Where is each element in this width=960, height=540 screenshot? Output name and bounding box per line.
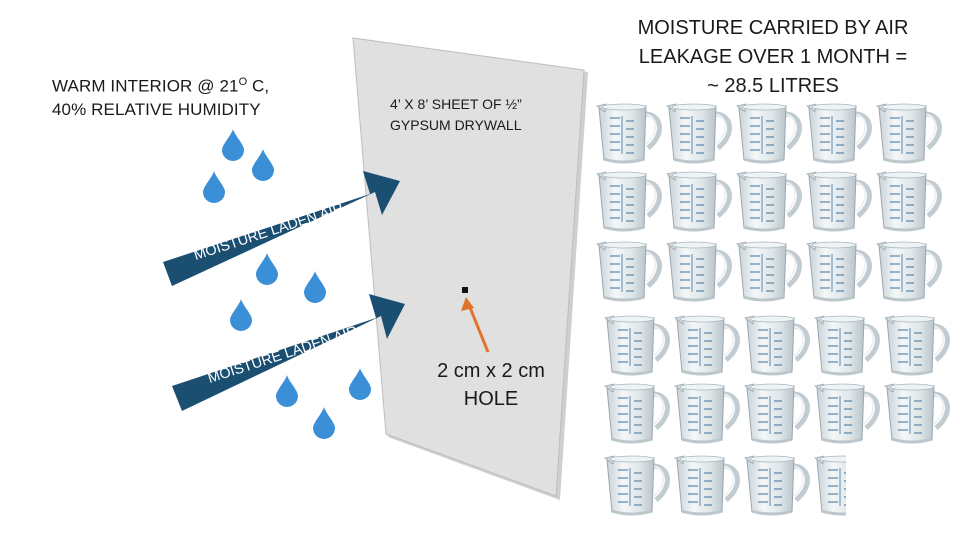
measuring-cup-icon (667, 172, 729, 232)
measuring-cup-icon (737, 104, 799, 164)
measuring-cup-icon (815, 384, 877, 444)
measuring-cup-icon (667, 104, 729, 164)
water-drops (203, 129, 371, 439)
hole-label: HOLE (426, 388, 556, 411)
measuring-cup-icon (807, 242, 869, 302)
measuring-cup-icon (605, 384, 667, 444)
measuring-cup-icon (745, 316, 807, 376)
summary-line-2: LEAKAGE OVER 1 MONTH = (618, 43, 928, 72)
drywall-size-label: 4’ X 8’ SHEET OF ½” (390, 96, 522, 112)
water-drop-icon (304, 271, 326, 303)
measuring-cup-icon (885, 384, 947, 444)
measuring-cups-grid (597, 104, 947, 516)
humidity-label: 40% RELATIVE HUMIDITY (52, 100, 261, 120)
air-arrow-upper: MOISTURE LADEN AIR (163, 171, 400, 286)
water-drop-icon (276, 375, 298, 407)
measuring-cup-icon (737, 242, 799, 302)
measuring-cup-icon (675, 384, 737, 444)
drywall-type-label: GYPSUM DRYWALL (390, 117, 521, 133)
measuring-cup-icon (807, 172, 869, 232)
summary-line-3: ~ 28.5 LITRES (618, 72, 928, 101)
water-drop-icon (203, 171, 225, 203)
measuring-cup-icon (745, 456, 807, 516)
interior-conditions-label: WARM INTERIOR @ 21O C, (52, 76, 269, 97)
measuring-cup-icon (745, 384, 807, 444)
measuring-cup-icon (667, 242, 729, 302)
drywall-hole (462, 287, 468, 293)
measuring-cup-icon (597, 242, 659, 302)
measuring-cup-icon (885, 316, 947, 376)
air-arrow-label: MOISTURE LADEN AIR (206, 323, 360, 387)
air-arrow-label: MOISTURE LADEN AIR (192, 200, 346, 264)
measuring-cup-icon (605, 316, 667, 376)
measuring-cup-icon (815, 316, 877, 376)
water-drop-icon (222, 129, 244, 161)
water-drop-icon (230, 299, 252, 331)
measuring-cup-icon (597, 104, 659, 164)
measuring-cup-icon (877, 242, 939, 302)
water-drop-icon (313, 407, 335, 439)
measuring-cup-icon (737, 172, 799, 232)
measuring-cup-icon (675, 456, 737, 516)
moisture-summary-title: MOISTURE CARRIED BY AIR LEAKAGE OVER 1 M… (618, 14, 928, 101)
water-drop-icon (256, 253, 278, 285)
measuring-cup-icon (815, 456, 877, 516)
water-drop-icon (252, 149, 274, 181)
measuring-cup-icon (877, 172, 939, 232)
summary-line-1: MOISTURE CARRIED BY AIR (618, 14, 928, 43)
measuring-cup-icon (605, 456, 667, 516)
hole-size-label: 2 cm x 2 cm (426, 360, 556, 383)
measuring-cup-icon (807, 104, 869, 164)
water-drop-icon (349, 368, 371, 400)
measuring-cup-icon (877, 104, 939, 164)
measuring-cup-icon (675, 316, 737, 376)
measuring-cup-icon (597, 172, 659, 232)
